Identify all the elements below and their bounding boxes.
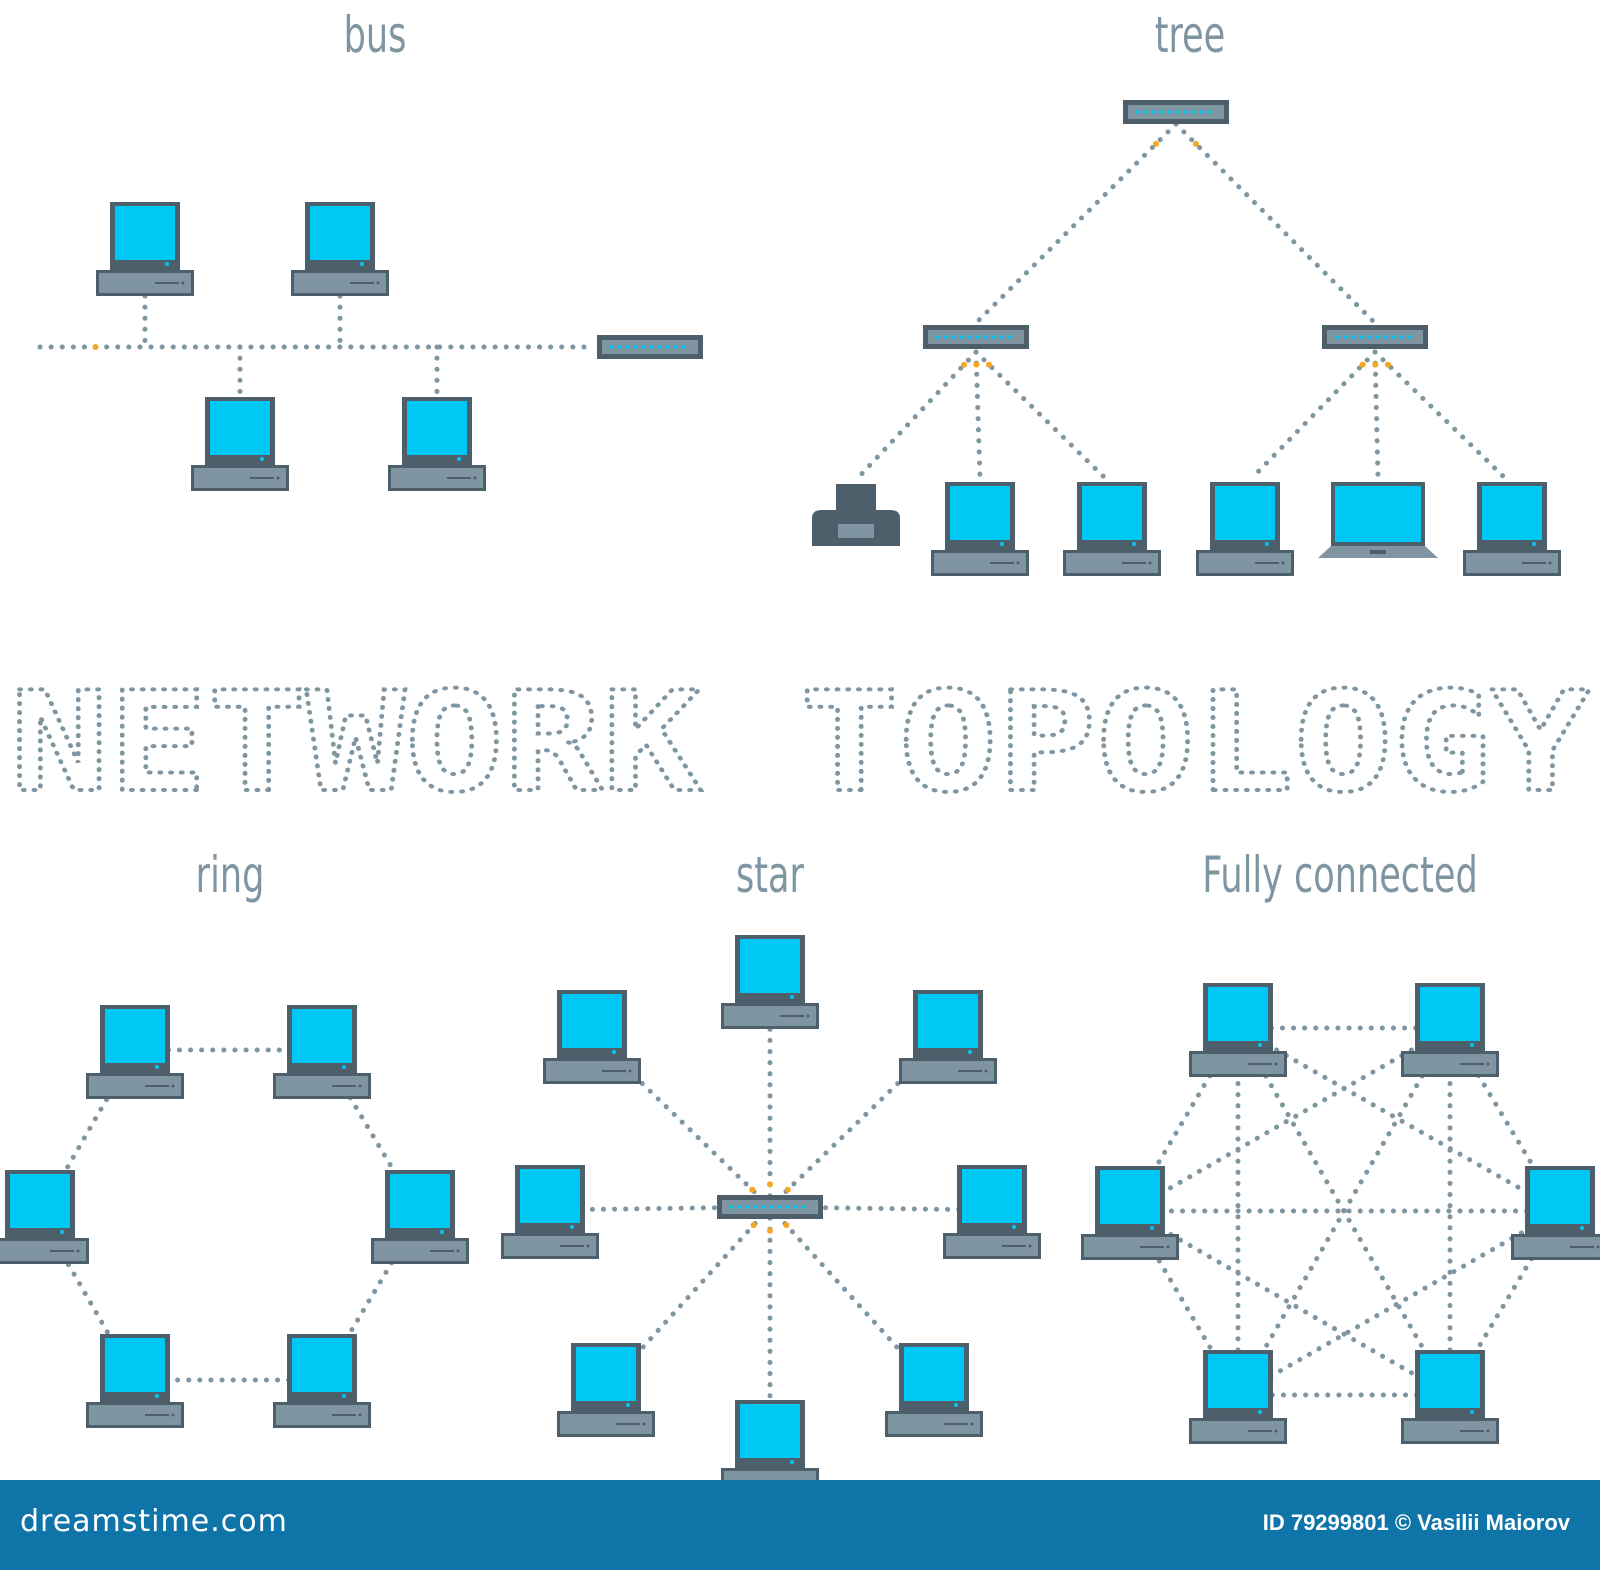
- tree-computer-icon: [1063, 482, 1161, 576]
- tree-computer-icon: [1196, 482, 1294, 576]
- bus-switch-icon: [597, 335, 703, 359]
- ring-computer-icon: [273, 1005, 371, 1099]
- tree-laptop-icon: [1318, 482, 1438, 558]
- tree-label: tree: [1154, 6, 1226, 64]
- bus-computer-icon: [388, 397, 486, 491]
- ring-computer-icon: [371, 1170, 469, 1264]
- star-spoke-line: [767, 1032, 951, 1210]
- tree-link-line: [1173, 121, 1378, 326]
- tree-printer-icon: [812, 484, 900, 546]
- network-nodes: [0, 100, 1600, 1480]
- footer-id-credit: ID 79299801 © Vasilii Maiorov: [1262, 1510, 1570, 1535]
- bus-computer-icon: [191, 397, 289, 491]
- footer-bar: dreamstime.com ID 79299801 © Vasilii Mai…: [0, 1480, 1600, 1570]
- ring-label: ring: [195, 846, 265, 904]
- star-computer-icon: [943, 1165, 1041, 1259]
- ring-computer-icon: [0, 1170, 89, 1264]
- star-computer-icon: [543, 990, 641, 1084]
- tree-switch-icon: [1322, 325, 1428, 349]
- tree-switch-icon: [923, 325, 1029, 349]
- star-hub-switch-icon: [717, 1195, 823, 1219]
- bus-computer-icon: [291, 202, 389, 296]
- title-dotted-outline: NETWORK TOPOLOGY: [8, 660, 1592, 825]
- tree-leaf-line: [973, 349, 1108, 481]
- star-computer-icon: [721, 1400, 819, 1480]
- mesh-computer-icon: [1189, 983, 1287, 1077]
- star-computer-icon: [721, 935, 819, 1029]
- bus-computer-icon: [96, 202, 194, 296]
- ring-computer-icon: [86, 1005, 184, 1099]
- mesh-computer-icon: [1511, 1166, 1600, 1260]
- star-spoke-line: [603, 1204, 773, 1391]
- mesh-computer-icon: [1401, 1350, 1499, 1444]
- star-spoke-line: [589, 1032, 773, 1210]
- tree-leaf-line: [1249, 349, 1378, 481]
- tree-root-switch-icon: [1123, 100, 1229, 124]
- tree-leaf-line: [1372, 349, 1508, 481]
- topology-canvas: NETWORK TOPOLOGY: [0, 100, 1600, 1480]
- mesh-computer-icon: [1401, 983, 1499, 1077]
- star-computer-icon: [557, 1343, 655, 1437]
- mesh-link-line: [1235, 1208, 1563, 1398]
- tree-computer-icon: [1463, 482, 1561, 576]
- tree-computer-icon: [931, 482, 1029, 576]
- tree-leaf-line: [853, 349, 979, 483]
- tree-link-line: [973, 121, 1179, 326]
- star-computer-icon: [885, 1343, 983, 1437]
- footer-site-link[interactable]: dreamstime.com: [20, 1504, 288, 1539]
- ring-computer-icon: [273, 1334, 371, 1428]
- tree-leaf-line: [973, 349, 983, 481]
- bus-backbone-line: [37, 344, 598, 350]
- diagram-title: NETWORK TOPOLOGY: [10, 662, 1590, 823]
- tree-leaf-line: [1372, 349, 1381, 481]
- star-computer-icon: [899, 990, 997, 1084]
- mesh-computer-icon: [1081, 1166, 1179, 1260]
- star-label: star: [736, 846, 804, 904]
- ring-computer-icon: [86, 1334, 184, 1428]
- mesh-computer-icon: [1189, 1350, 1287, 1444]
- mesh-link-line: [1235, 1025, 1563, 1214]
- star-spoke-line: [767, 1204, 937, 1391]
- star-computer-icon: [501, 1165, 599, 1259]
- fully-connected-label: Fully connected: [1202, 846, 1478, 904]
- mesh-link-line: [1235, 1025, 1453, 1398]
- bus-label: bus: [343, 6, 407, 64]
